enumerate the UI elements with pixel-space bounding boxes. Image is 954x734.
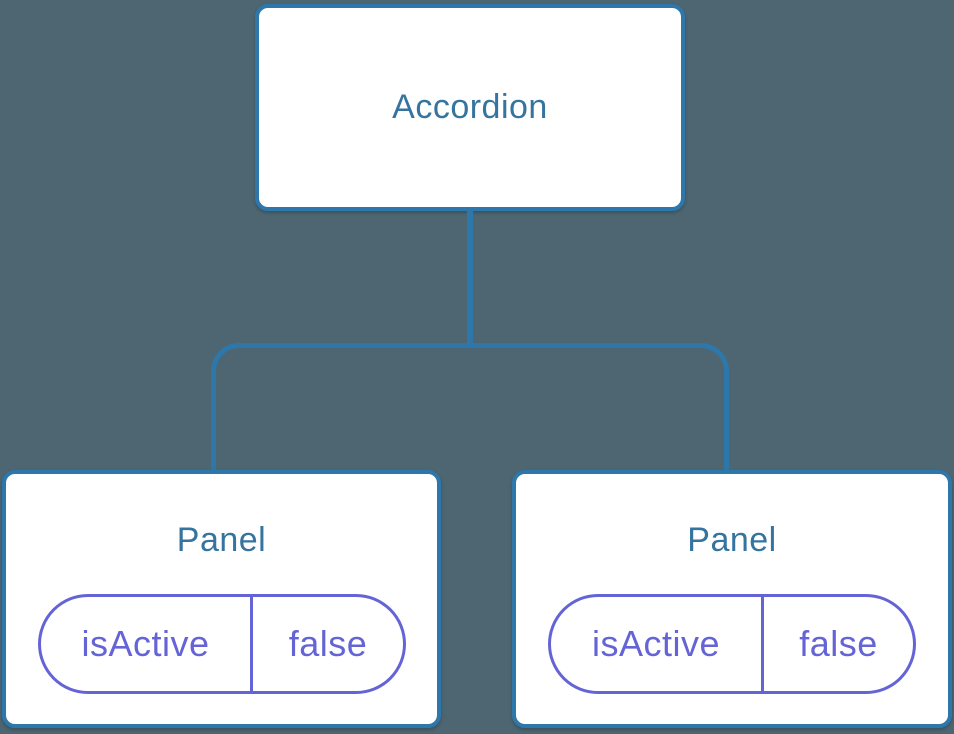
panel-1-state-pill: isActive false — [37, 594, 406, 694]
accordion-node-label: Accordion — [392, 88, 548, 126]
panel-1-state-name: isActive — [41, 597, 254, 691]
panel-1-label: Panel — [176, 521, 267, 559]
panel-2-label: Panel — [687, 521, 777, 559]
component-node-panel-1: Panel isActive false — [2, 470, 441, 728]
panel-1-state-value: false — [288, 623, 368, 664]
component-node-panel-2: Panel isActive false — [512, 470, 952, 728]
connector-branch-bracket — [211, 343, 729, 472]
panel-2-state-value: false — [799, 623, 878, 664]
panel-2-state-name: isActive — [551, 597, 764, 691]
panel-2-state-pill: isActive false — [548, 594, 916, 694]
component-node-accordion: Accordion — [255, 4, 685, 211]
connector-root-stem — [467, 207, 473, 348]
